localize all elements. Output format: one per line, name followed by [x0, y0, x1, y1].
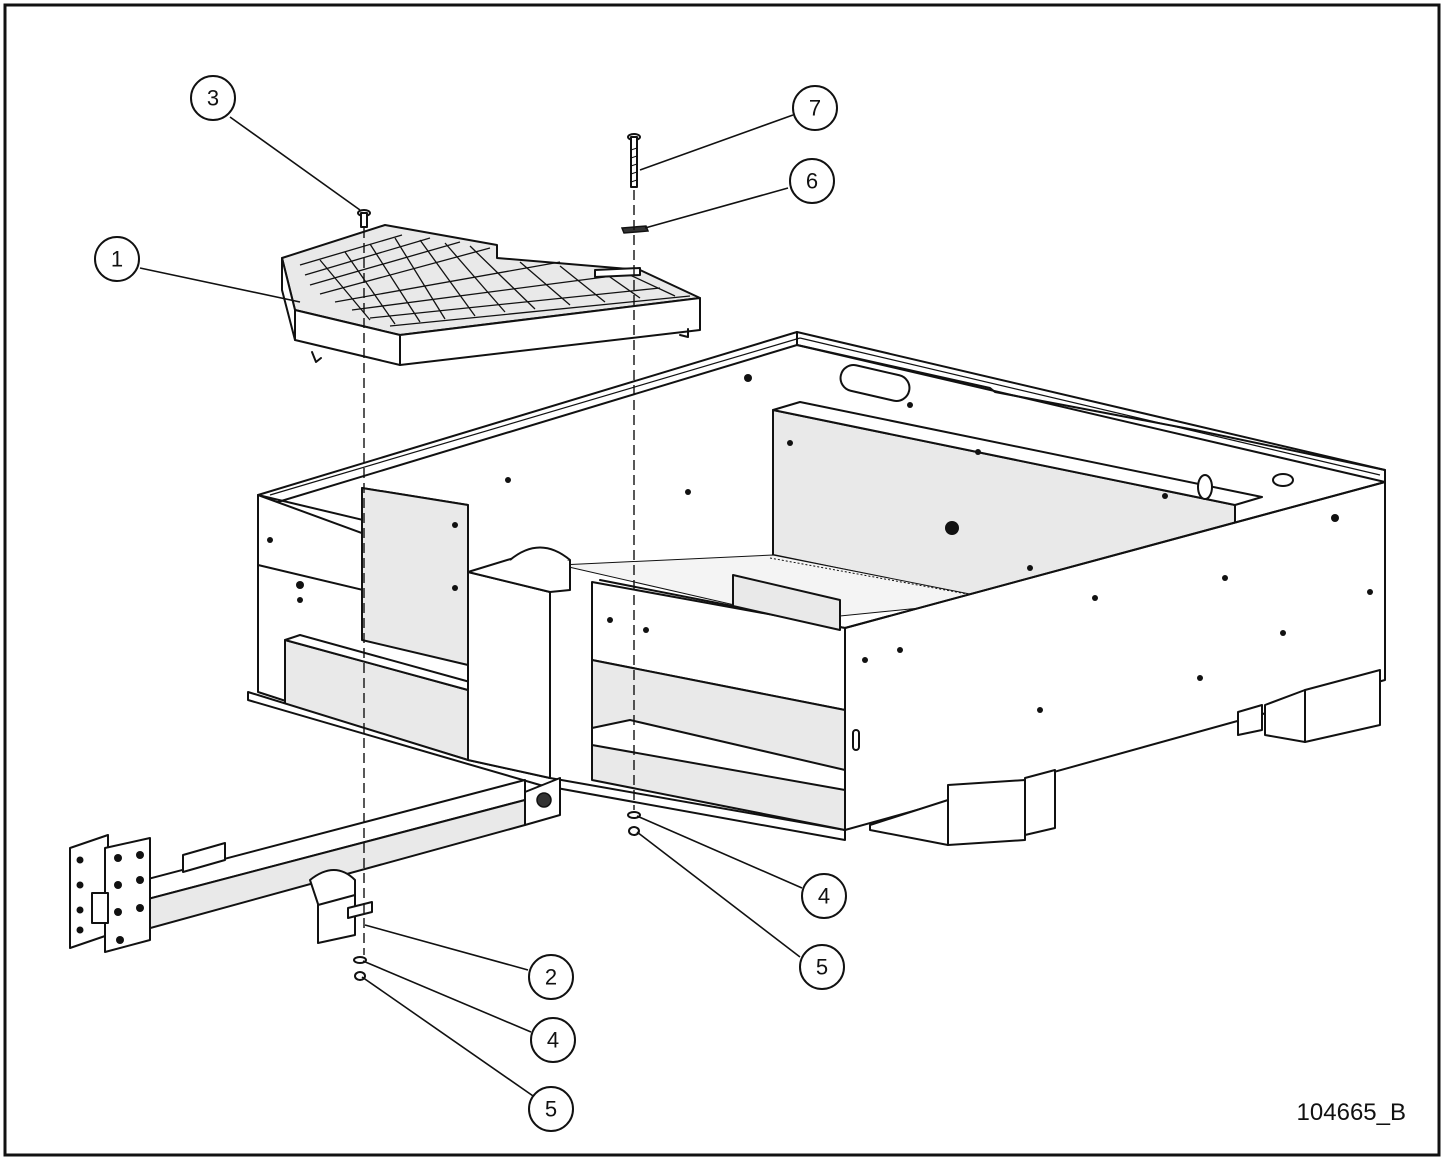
- fasteners: [353, 133, 650, 981]
- callout-5-left: 5: [528, 1086, 574, 1132]
- step-tread: [281, 224, 701, 366]
- svg-text:4: 4: [818, 884, 830, 909]
- svg-text:3: 3: [207, 86, 219, 111]
- svg-text:5: 5: [816, 955, 828, 980]
- svg-text:7: 7: [809, 96, 821, 121]
- callout-4-left: 4: [530, 1017, 576, 1063]
- callout-3: 3: [190, 75, 236, 121]
- callout-2: 2: [528, 954, 574, 1000]
- svg-text:2: 2: [545, 965, 557, 990]
- mounting-bar: [69, 779, 526, 953]
- svg-text:5: 5: [545, 1097, 557, 1122]
- drawing-number: 104665_B: [1297, 1099, 1406, 1126]
- svg-text:1: 1: [111, 247, 123, 272]
- callout-1: 1: [94, 236, 140, 282]
- svg-text:4: 4: [547, 1028, 559, 1053]
- leader-lines: [139, 114, 803, 1099]
- callout-4-right: 4: [801, 873, 847, 919]
- svg-text:6: 6: [806, 169, 818, 194]
- carrier-box: [247, 331, 1386, 846]
- callout-7: 7: [792, 85, 838, 131]
- border: [3, 3, 1441, 1157]
- callout-5-right: 5: [799, 944, 845, 990]
- callout-6: 6: [789, 158, 835, 204]
